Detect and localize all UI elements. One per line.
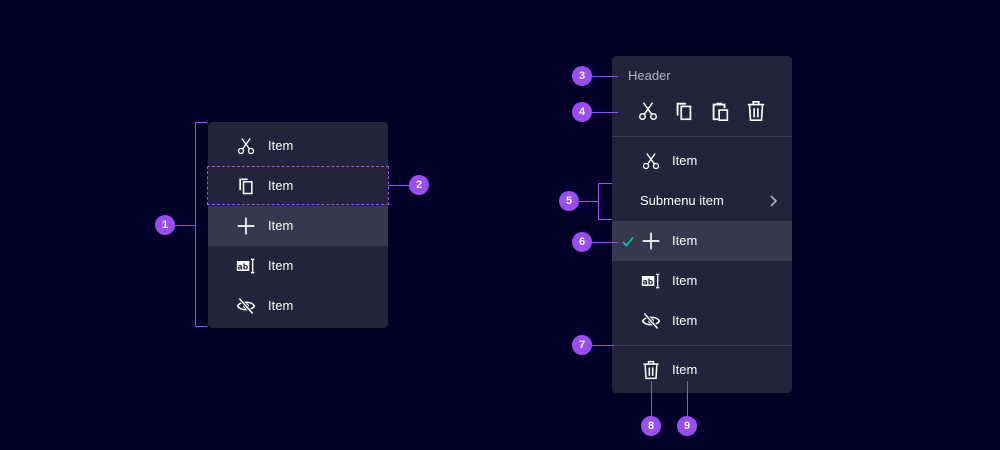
menu-item-label: Item — [268, 138, 294, 153]
callout-line — [579, 201, 598, 202]
bracket-line — [195, 122, 207, 123]
rename-icon — [236, 256, 256, 276]
callout-line — [592, 345, 614, 346]
context-menu-full: Header Item Submenu item Item Item Item … — [612, 56, 792, 393]
rename-icon — [641, 271, 661, 291]
menu-item-label: Item — [672, 273, 698, 288]
menu-item-add[interactable]: Item — [208, 206, 388, 246]
menu-item-add[interactable]: Item — [612, 221, 792, 261]
hide-icon — [236, 296, 256, 316]
callout-line — [592, 112, 618, 113]
menu-item-label: Item — [268, 298, 294, 313]
bracket-line — [598, 219, 612, 220]
callout-line — [175, 225, 195, 226]
menu-item-label: Submenu item — [640, 193, 724, 208]
delete-icon — [641, 360, 661, 380]
bracket-line — [598, 183, 612, 184]
menu-item-label: Item — [268, 218, 294, 233]
cut-icon[interactable] — [637, 100, 659, 122]
menu-item-label: Item — [672, 313, 698, 328]
callout-1: 1 — [155, 215, 175, 235]
cut-icon — [641, 151, 661, 171]
menu-item-label: Item — [672, 153, 698, 168]
menu-item-rename[interactable]: Item — [208, 246, 388, 286]
menu-item-copy[interactable]: Item — [208, 166, 388, 206]
menu-item-delete[interactable]: Item — [612, 350, 792, 390]
hide-icon — [641, 311, 661, 331]
menu-item-label: Item — [672, 233, 698, 248]
plus-icon — [641, 231, 661, 251]
callout-2: 2 — [409, 175, 429, 195]
paste-icon[interactable] — [709, 100, 731, 122]
bracket-line — [195, 122, 196, 327]
bracket-line — [195, 326, 207, 327]
callout-7: 7 — [572, 335, 592, 355]
callout-6: 6 — [572, 232, 592, 252]
chevron-right-icon — [768, 195, 778, 210]
callout-line — [687, 381, 688, 417]
menu-divider — [612, 136, 792, 137]
callout-8: 8 — [641, 416, 661, 436]
callout-line — [388, 185, 410, 186]
menu-item-label: Item — [268, 258, 294, 273]
menu-item-cut[interactable]: Item — [208, 126, 388, 166]
callout-5: 5 — [559, 191, 579, 211]
callout-4: 4 — [572, 102, 592, 122]
menu-item-outline — [207, 166, 389, 205]
copy-icon[interactable] — [673, 100, 695, 122]
callout-line — [592, 242, 618, 243]
menu-item-cut[interactable]: Item — [612, 141, 792, 181]
menu-divider — [612, 345, 792, 346]
menu-item-label: Item — [268, 178, 294, 193]
checkmark-icon — [622, 235, 634, 250]
callout-3: 3 — [572, 66, 592, 86]
callout-line — [592, 76, 618, 77]
menu-item-hide[interactable]: Item — [612, 301, 792, 341]
cut-icon — [236, 136, 256, 156]
delete-icon[interactable] — [745, 100, 767, 122]
callout-line — [651, 381, 652, 417]
menu-item-label: Item — [672, 362, 698, 377]
context-menu-simple: Item Item Item Item Item — [208, 122, 388, 328]
menu-item-rename[interactable]: Item — [612, 261, 792, 301]
bracket-line — [598, 183, 599, 220]
callout-9: 9 — [677, 416, 697, 436]
menu-item-submenu[interactable]: Submenu item — [612, 181, 792, 221]
menu-header: Header — [628, 68, 671, 83]
plus-icon — [236, 216, 256, 236]
menu-item-hide[interactable]: Item — [208, 286, 388, 326]
